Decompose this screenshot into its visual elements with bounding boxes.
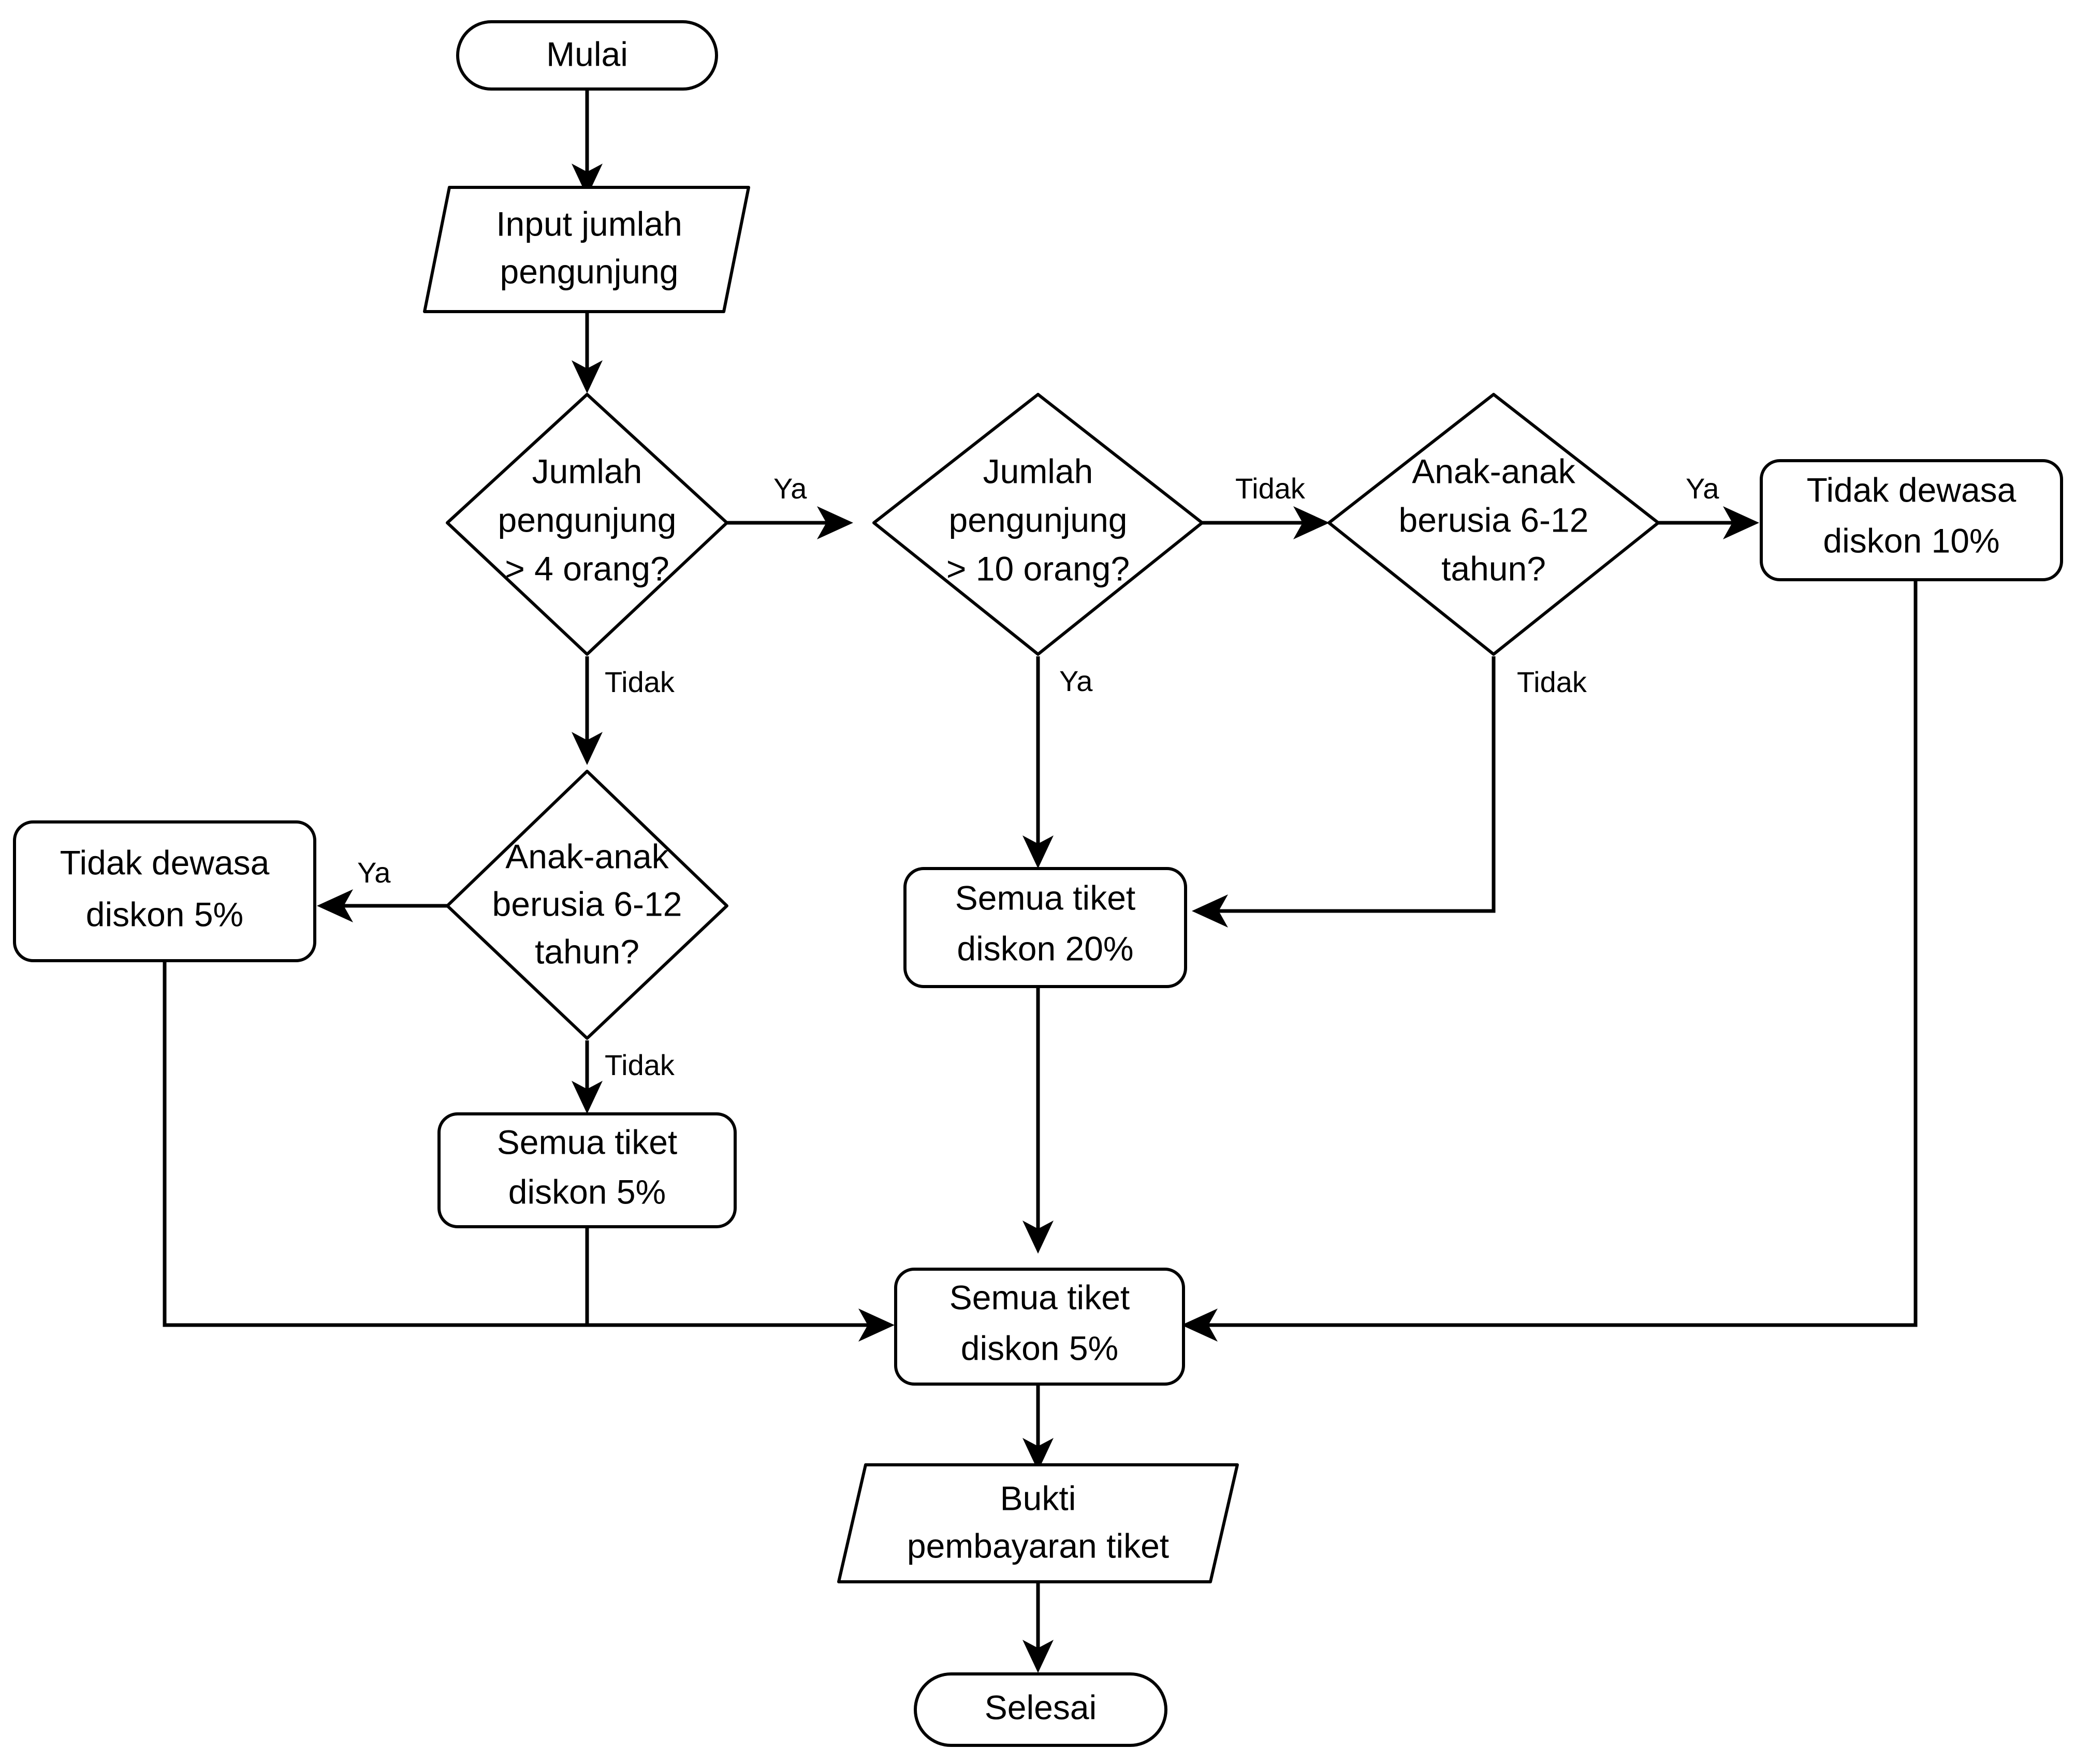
node-bukti-line2: pembayaran tiket (907, 1526, 1169, 1565)
node-decision-jumlah-10-orang[interactable]: Jumlah pengunjung > 10 orang? (872, 393, 1204, 656)
edge-label-dec10-tidak: Tidak (1235, 472, 1306, 505)
node-semua-tiket-diskon-5-left[interactable]: Semua tiket diskon 5% (437, 1112, 737, 1228)
node-tidak-dewasa-diskon-10[interactable]: Tidak dewasa diskon 10% (1760, 459, 2063, 581)
edge-merge-to-bukti (1022, 1383, 1054, 1471)
node-mulai[interactable]: Mulai (456, 20, 718, 91)
node-semua-tiket-diskon-20[interactable]: Semua tiket diskon 20% (903, 867, 1187, 988)
node-tidak-dewasa-diskon-5[interactable]: Tidak dewasa diskon 5% (13, 820, 316, 962)
edge-label-dec10-ya: Ya (1059, 665, 1093, 697)
edge-input-to-dec4orang (572, 312, 603, 393)
edge-bukti-to-selesai (1022, 1582, 1054, 1673)
edge-dec4orang-tidak-to-anakleft: Tidak (572, 656, 675, 765)
node-decision-anak-anak-left[interactable]: Anak-anak berusia 6-12 tahun? (446, 770, 728, 1040)
node-anakleft-line1: Anak-anak (505, 837, 669, 875)
node-input-line2: pengunjung (500, 252, 678, 290)
node-decision-anak-anak-top[interactable]: Anak-anak berusia 6-12 tahun? (1327, 393, 1660, 656)
edge-anaktop-ya-to-diskon10: Ya (1658, 472, 1759, 539)
node-input-line1: Input jumlah (496, 204, 682, 243)
node-diskon10-line2: diskon 10% (1823, 521, 1999, 560)
edge-label-anaktop-ya: Ya (1686, 472, 1719, 505)
node-selesai[interactable]: Selesai (914, 1672, 1167, 1747)
node-anaktop-line3: tahun? (1441, 549, 1546, 587)
node-selesai-label: Selesai (985, 1688, 1097, 1726)
node-merge-line2: diskon 5% (961, 1329, 1119, 1367)
node-anaktop-line2: berusia 6-12 (1399, 501, 1589, 539)
edge-mulai-to-input (572, 89, 603, 197)
node-diskon5adult-line2: diskon 5% (86, 895, 244, 933)
node-anakleft-line2: berusia 6-12 (492, 885, 682, 923)
node-dec4-line1: Jumlah (532, 452, 642, 490)
edge-dec4orang-ya-to-dec10orang: Ya (727, 472, 853, 539)
edge-label-anakleft-ya: Ya (357, 856, 391, 889)
edge-anakleft-tidak-to-diskon5all: Tidak (572, 1040, 675, 1114)
edge-anaktop-tidak-to-diskon20: Tidak (1192, 656, 1587, 928)
node-diskon5all-line1: Semua tiket (497, 1123, 678, 1161)
edge-label-anakleft-tidak: Tidak (605, 1049, 675, 1081)
node-bukti-pembayaran-tiket[interactable]: Bukti pembayaran tiket (837, 1463, 1239, 1583)
node-dec4-line2: pengunjung (498, 501, 676, 539)
node-diskon10-line1: Tidak dewasa (1807, 471, 2016, 509)
edge-label-dec4-tidak: Tidak (605, 666, 675, 698)
node-diskon20-line2: diskon 20% (957, 929, 1133, 967)
edge-dec10orang-tidak-to-anaktop: Tidak (1202, 472, 1329, 539)
node-anaktop-line1: Anak-anak (1412, 452, 1576, 490)
edge-diskon10-to-merge (1181, 580, 1918, 1342)
node-dec10-line1: Jumlah (983, 452, 1093, 490)
node-dec10-line3: > 10 orang? (946, 549, 1130, 587)
node-bukti-line1: Bukti (1000, 1479, 1076, 1517)
node-mulai-label: Mulai (546, 35, 628, 73)
edge-dec10orang-ya-to-diskon20: Ya (1022, 656, 1093, 869)
node-anakleft-line3: tahun? (535, 932, 639, 971)
node-decision-jumlah-4-orang[interactable]: Jumlah pengunjung > 4 orang? (446, 393, 728, 656)
node-semua-tiket-diskon-5-merge[interactable]: Semua tiket diskon 5% (894, 1268, 1185, 1386)
edge-diskon5adult-to-merge (163, 961, 895, 1342)
node-dec4-line3: > 4 orang? (505, 549, 669, 587)
edge-diskon20-to-merge (1022, 987, 1054, 1254)
edge-label-anaktop-tidak: Tidak (1517, 666, 1587, 698)
node-diskon20-line1: Semua tiket (955, 878, 1136, 917)
edge-anakleft-ya-to-diskon5adult: Ya (317, 856, 447, 922)
edge-label-dec4-ya: Ya (773, 472, 807, 505)
node-dec10-line2: pengunjung (948, 501, 1127, 539)
node-diskon5adult-line1: Tidak dewasa (60, 843, 270, 881)
node-input-jumlah-pengunjung[interactable]: Input jumlah pengunjung (423, 186, 750, 313)
node-diskon5all-line2: diskon 5% (508, 1172, 666, 1211)
node-merge-line1: Semua tiket (949, 1278, 1130, 1316)
